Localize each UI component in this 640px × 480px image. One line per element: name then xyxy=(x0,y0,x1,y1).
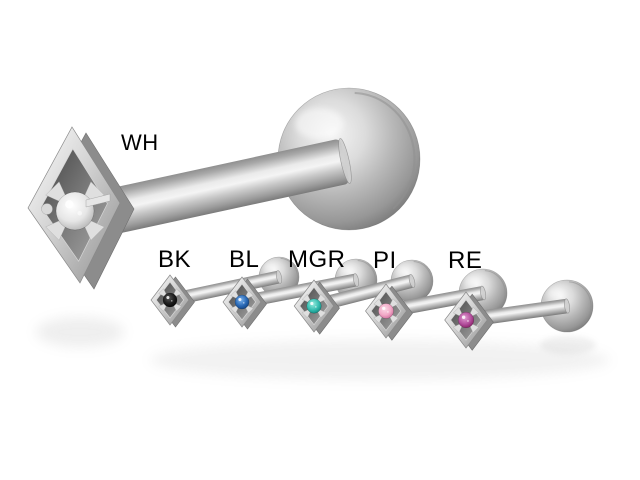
variant-label-re: RE xyxy=(448,247,483,274)
barbell-mgr xyxy=(293,259,434,335)
barbell-wh xyxy=(27,87,421,290)
main-variant-label: WH xyxy=(121,130,159,155)
gem-re xyxy=(457,311,475,329)
bar-shaft xyxy=(241,273,360,309)
variant-label-pi: PI xyxy=(373,247,397,274)
floor-reflections xyxy=(36,317,610,380)
gem-bl xyxy=(234,294,250,310)
gem-pi xyxy=(378,303,394,319)
variant-label-mgr: MGR xyxy=(288,246,346,273)
barbell-bk xyxy=(150,256,300,328)
variant-label-bl: BL xyxy=(229,246,260,273)
bar-shaft xyxy=(101,138,352,235)
variant-label-bk: BK xyxy=(158,246,192,273)
gem-bk xyxy=(162,292,178,308)
bar-shaft xyxy=(312,274,416,313)
gem-wh xyxy=(55,191,95,231)
bar-shaft xyxy=(168,270,283,307)
gem-mgr xyxy=(306,298,322,314)
barbell-re xyxy=(444,279,594,351)
barbell-bl xyxy=(222,258,378,330)
